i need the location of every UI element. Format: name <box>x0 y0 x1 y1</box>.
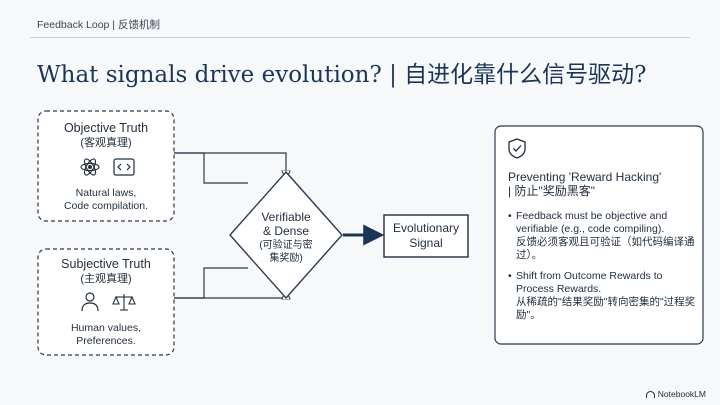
scales-icon <box>112 294 136 311</box>
page-title: What signals drive evolution? | 自进化靠什么信号… <box>37 62 647 88</box>
decision-line2: & Dense <box>262 224 310 238</box>
objective-subtitle: (客观真理) <box>80 137 132 149</box>
objective-box <box>37 110 175 222</box>
brand-name: NotebookLM <box>657 389 706 399</box>
decision-sub-line2: 集奖励) <box>269 253 303 264</box>
subjective-desc-line2: Preferences. <box>76 335 136 347</box>
connector-subjective <box>174 267 248 299</box>
decision-sub-line1: (可验证与密 <box>259 240 313 251</box>
signal-line1: Evolutionary <box>392 221 460 235</box>
decision-line1: Verifiable <box>261 210 311 224</box>
code-brackets-icon <box>113 158 135 176</box>
side-panel-bullets: Feedback must be objective and verifiabl… <box>508 210 696 330</box>
signal-line2: Signal <box>409 236 443 250</box>
subjective-desc-line1: Human values, <box>70 322 142 334</box>
subjective-title: Subjective Truth <box>61 257 151 271</box>
bullet-text-en: Feedback must be objective and verifiabl… <box>516 210 668 235</box>
side-panel-title: Preventing 'Reward Hacking' | 防止"奖励黑客" <box>508 170 698 198</box>
bullet-item: Feedback must be objective and verifiabl… <box>508 210 696 262</box>
bullet-text-en: Shift from Outcome Rewards to Process Re… <box>516 270 663 295</box>
signal-box <box>383 214 469 258</box>
side-panel-title-en: Preventing 'Reward Hacking' <box>508 170 662 184</box>
header-divider <box>30 37 690 38</box>
atom-icon <box>80 158 100 176</box>
connector-objective-top <box>174 152 286 180</box>
brand-watermark: NotebookLM <box>645 389 706 399</box>
objective-title: Objective Truth <box>63 121 149 135</box>
connector-objective <box>174 152 248 184</box>
header-label: Feedback Loop | 反馈机制 <box>37 19 160 31</box>
connector-subjective-bottom <box>174 290 286 298</box>
bullet-text-zh: 反馈必须客观且可验证（如代码编译通过）。 <box>516 236 695 261</box>
notebooklm-logo-icon <box>645 390 655 398</box>
side-panel-title-zh: | 防止"奖励黑客" <box>508 184 595 198</box>
objective-desc-line1: Natural laws, <box>75 187 137 199</box>
bullet-text-zh: 从稀疏的"结果奖励"转向密集的"过程奖励"。 <box>516 296 696 321</box>
person-icon <box>81 292 99 312</box>
shield-check-icon <box>508 138 526 159</box>
bullet-item: Shift from Outcome Rewards to Process Re… <box>508 270 696 322</box>
decision-diamond <box>229 170 343 300</box>
objective-desc-line2: Code compilation. <box>63 200 149 212</box>
subjective-subtitle: (主观真理) <box>80 273 132 285</box>
subjective-box <box>37 248 175 356</box>
